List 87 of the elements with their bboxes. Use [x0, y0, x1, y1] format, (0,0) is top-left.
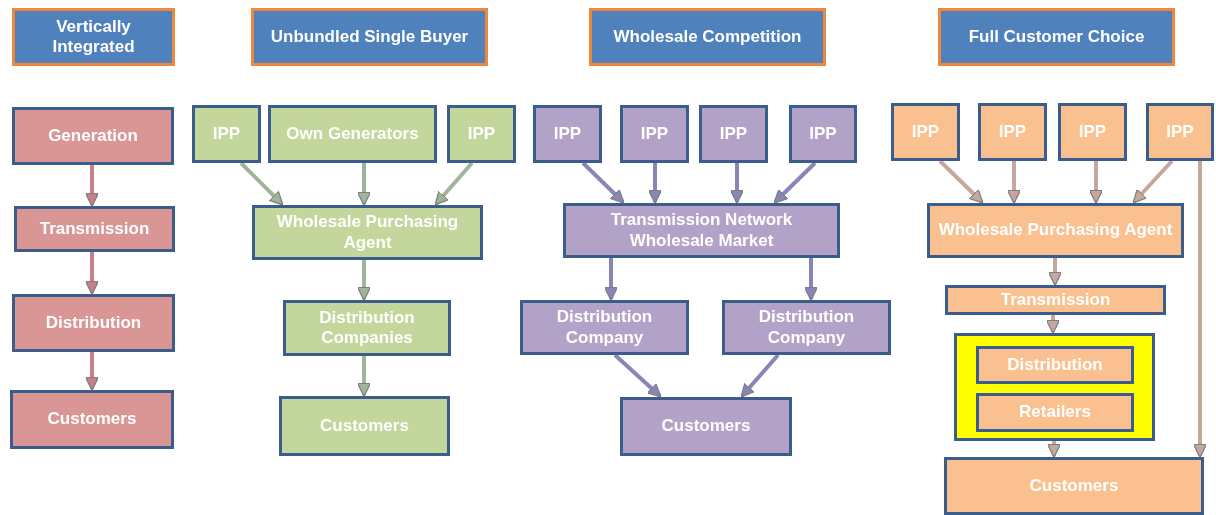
model-heading-box — [251, 8, 488, 66]
process-box — [620, 397, 792, 456]
box-label: IPP — [910, 121, 941, 143]
arrow — [613, 353, 662, 398]
process-box — [533, 105, 602, 163]
process-box — [283, 300, 451, 356]
model-heading-box — [589, 8, 826, 66]
arrow — [1047, 258, 1063, 286]
box-label: IPP — [1077, 121, 1108, 143]
arrow — [84, 165, 100, 207]
box-label: Customers — [1028, 475, 1120, 497]
model-heading-box — [938, 8, 1175, 66]
box-label: Distribution — [1006, 354, 1104, 376]
process-box — [192, 105, 261, 163]
box-label: Distribution Company — [757, 307, 856, 348]
arrow — [434, 161, 474, 206]
arrow — [938, 159, 984, 204]
process-box — [447, 105, 516, 163]
highlight-box — [954, 333, 1155, 441]
process-box — [279, 396, 450, 456]
process-box — [252, 205, 483, 260]
arrow — [647, 163, 663, 204]
box-label: IPP — [1165, 121, 1195, 143]
box-label: Own Generators — [285, 123, 420, 145]
box-label: Transmission Network Wholesale Market — [609, 210, 794, 251]
box-label: Wholesale Purchasing Agent — [937, 220, 1174, 241]
box-label: Full Customer Choice — [967, 26, 1146, 48]
process-box — [12, 294, 175, 352]
arrow — [1006, 161, 1022, 204]
box-label: Transmission — [38, 218, 151, 240]
box-label: Customers — [660, 416, 752, 437]
box-label: IPP — [808, 123, 838, 145]
arrow — [1045, 315, 1061, 334]
arrow — [1192, 161, 1208, 458]
process-box — [789, 105, 857, 163]
arrow — [740, 353, 780, 398]
arrow — [84, 252, 100, 295]
box-label: IPP — [997, 121, 1028, 143]
box-label: Generation — [47, 125, 139, 147]
process-box — [520, 300, 689, 355]
process-box — [1146, 103, 1214, 161]
process-box — [978, 103, 1047, 161]
box-label: Wholesale Competition — [612, 26, 803, 48]
box-label: Distribution Companies — [318, 307, 416, 349]
arrow — [1132, 159, 1174, 204]
box-label: Unbundled Single Buyer — [269, 26, 470, 48]
arrow — [239, 161, 284, 206]
arrow — [84, 352, 100, 391]
process-box — [268, 105, 437, 163]
arrow — [803, 258, 819, 301]
process-box — [891, 103, 960, 161]
process-box — [563, 203, 840, 258]
box-label: IPP — [466, 123, 497, 145]
box-label: Wholesale Purchasing Agent — [275, 212, 460, 253]
box-label: Retailers — [1018, 402, 1092, 423]
arrow — [356, 163, 372, 206]
process-box — [12, 107, 174, 165]
box-label: Transmission — [999, 289, 1112, 311]
process-box — [699, 105, 768, 163]
box-label: IPP — [552, 123, 583, 145]
process-box — [945, 285, 1166, 315]
box-label: Customers — [319, 415, 410, 437]
box-label: Distribution Company — [555, 307, 654, 348]
process-box — [722, 300, 891, 355]
process-box — [976, 346, 1134, 384]
process-box — [1058, 103, 1127, 161]
arrow — [773, 161, 817, 204]
process-box — [927, 203, 1184, 258]
box-label: Vertically Integrated — [51, 16, 136, 58]
arrow — [356, 260, 372, 301]
arrow — [603, 258, 619, 301]
box-label: IPP — [639, 123, 670, 145]
process-box — [944, 457, 1204, 515]
process-box — [620, 105, 689, 163]
model-heading-box — [12, 8, 175, 66]
box-label: Distribution — [44, 312, 143, 334]
box-label: Customers — [46, 409, 138, 430]
process-box — [10, 390, 174, 449]
process-box — [14, 206, 175, 252]
arrow — [729, 163, 745, 204]
arrow — [356, 356, 372, 397]
arrow — [581, 161, 625, 204]
process-box — [976, 393, 1134, 432]
box-label: IPP — [211, 123, 242, 145]
arrow — [1088, 161, 1104, 204]
arrow — [1046, 441, 1062, 458]
box-label: IPP — [718, 123, 749, 145]
